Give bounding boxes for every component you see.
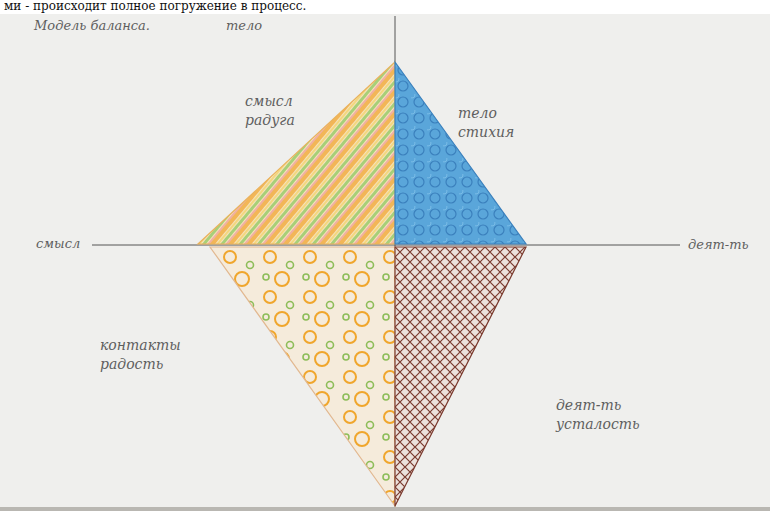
quadrant-caption: тело стихия: [458, 104, 514, 142]
triangle-outline: [395, 247, 640, 506]
triangle-fill: [395, 62, 526, 244]
table-edge: [0, 507, 770, 511]
triangle-fill: [198, 62, 395, 244]
axis-label: смысл: [36, 236, 80, 252]
page-fragment-text: ми - происходит полное погружение в проц…: [4, 0, 306, 13]
quadrant-triangle: смысл радуга: [198, 62, 395, 244]
triangle-outline: [100, 247, 395, 506]
page-strip: [0, 0, 770, 14]
horizontal-axis: [92, 245, 680, 246]
triangle-fill: [395, 247, 526, 506]
quadrant-caption: деят-ть усталость: [556, 396, 640, 434]
diagram-title-note: Модель баланса.: [34, 18, 150, 34]
axis-label: тело: [226, 18, 262, 34]
quadrant-caption: смысл радуга: [245, 92, 295, 130]
quadrant-triangle: деят-ть усталость: [395, 247, 640, 506]
axis-label: деят-ть: [688, 237, 749, 253]
triangle-fill: [210, 247, 395, 506]
triangle-outline: [395, 62, 526, 244]
triangle-outline: [198, 62, 395, 244]
quadrant-caption: контакты радость: [100, 336, 181, 374]
quadrant-triangle: контакты радость: [100, 247, 395, 506]
quadrant-triangle: тело стихия: [395, 62, 526, 244]
